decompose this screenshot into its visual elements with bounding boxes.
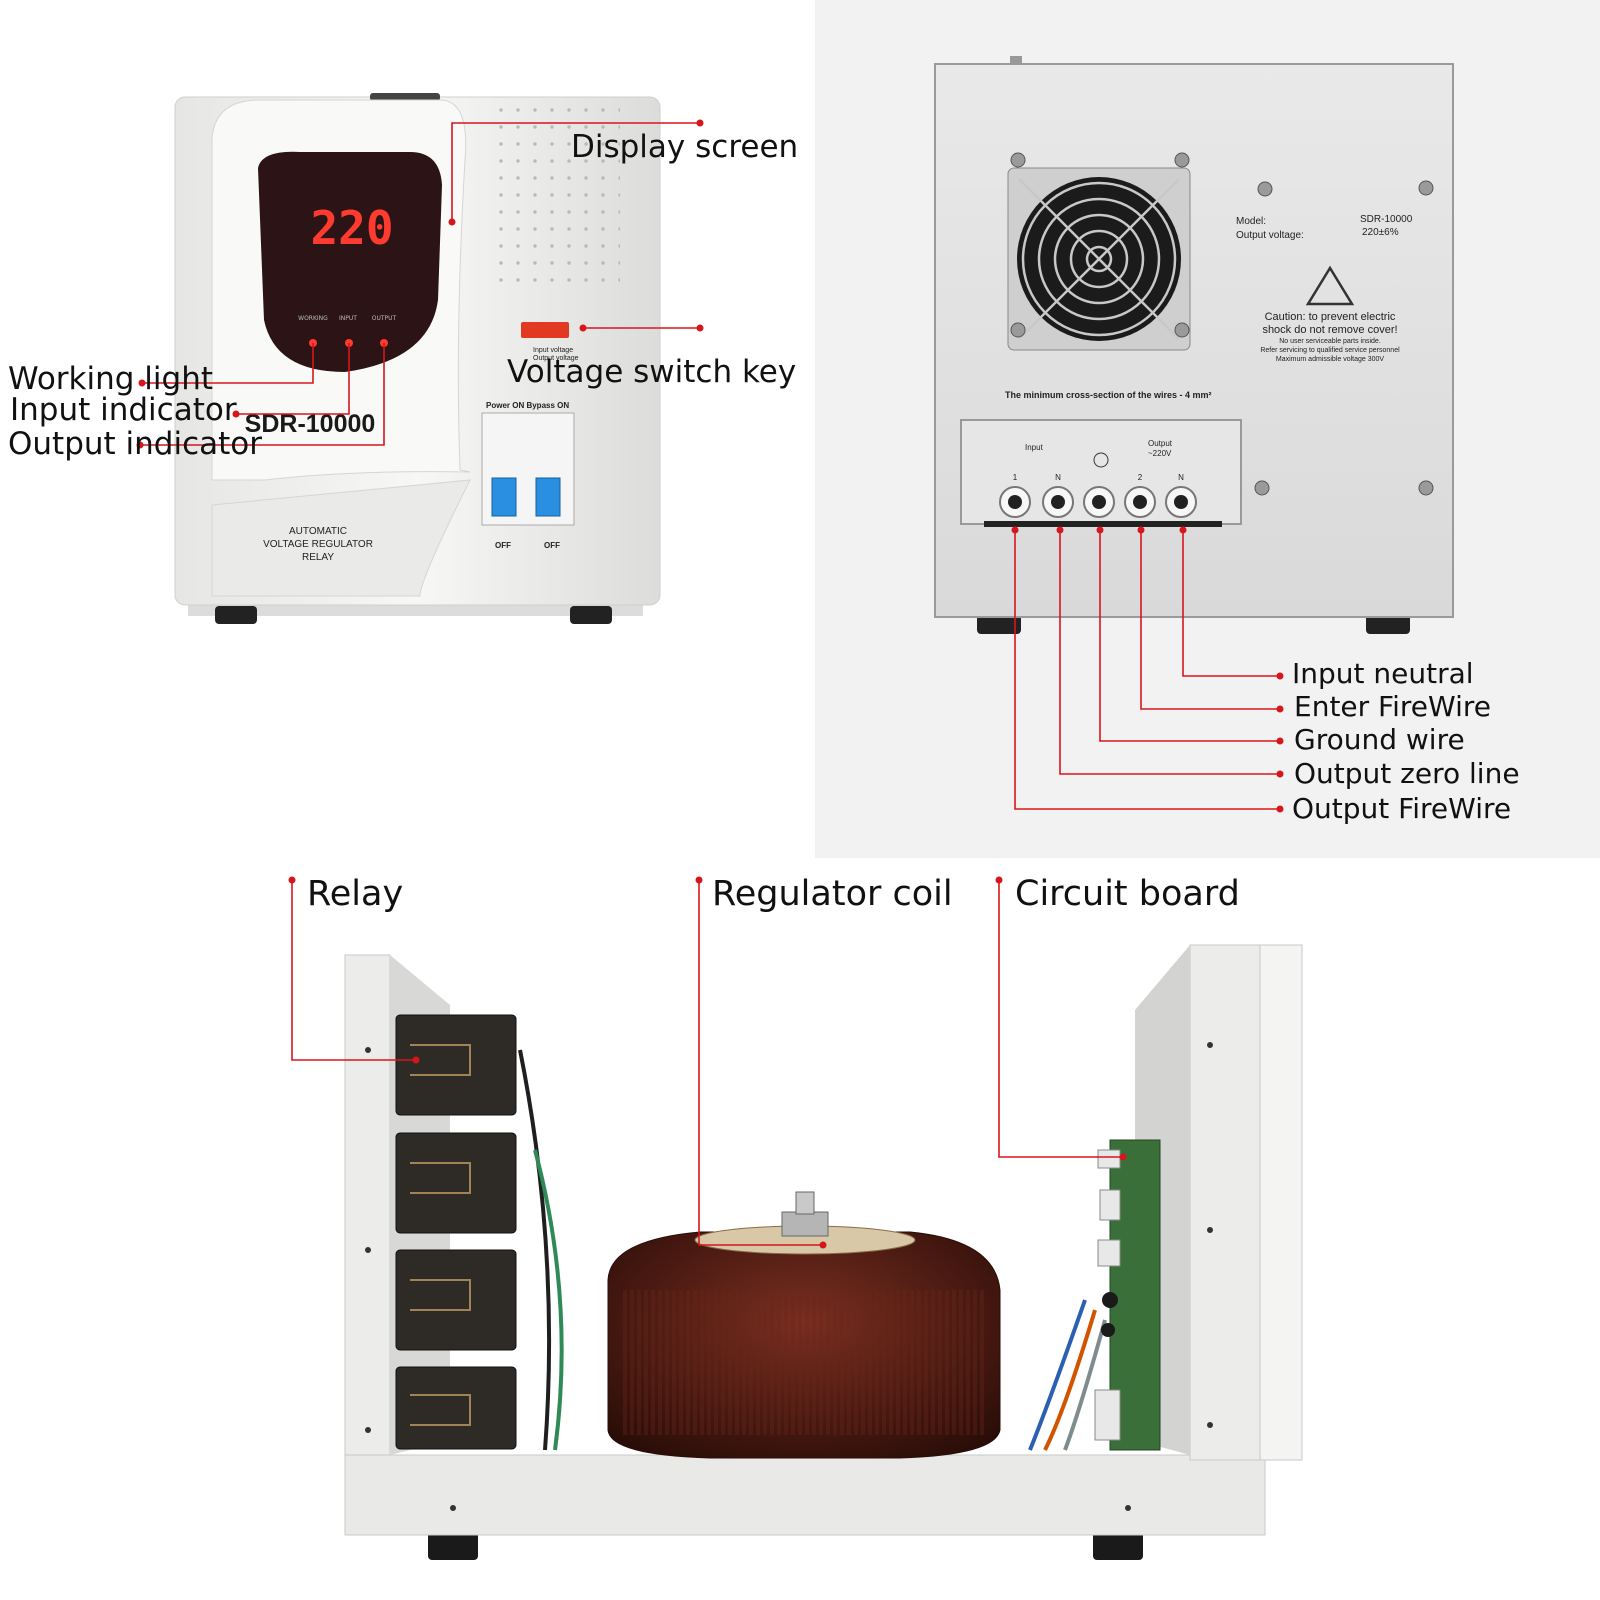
ground-symbol-icon [1093,452,1109,468]
display-screen-leader [451,122,700,222]
left-wall [344,954,391,1456]
output-voltage-key: Output voltage: [1236,230,1304,241]
label-relay: Relay [307,874,403,914]
terminal-mark: 2 [1138,473,1143,482]
label-enter-firewire: Enter FireWire [1294,690,1491,723]
front-view: 220 WORKING INPUT OUTPUT SDR-10000 Input… [174,93,661,624]
front-callouts [140,122,700,446]
fan-guard [1018,178,1180,340]
label-input-indicator: Input indicator [10,392,237,428]
wiring [518,1049,1107,1452]
front-callout-dots [136,119,704,449]
switch-label: Input voltage [533,347,573,354]
switch-label: Output voltage [533,355,579,362]
terminal-mark: 1 [1013,473,1018,482]
caution-line: Caution: to prevent electric [1265,311,1396,323]
output-indicator-leader [140,343,385,446]
led-label: INPUT [339,315,357,322]
coil-bolt [795,1191,815,1215]
badge-plate [211,479,471,597]
badge-line: AUTOMATIC [289,526,347,537]
label-display-screen: Display screen [571,129,798,165]
back-view: Model: SDR-10000 Output voltage: 220±6% … [934,56,1454,634]
terminal-mark: N [1055,473,1061,482]
warning-icon [1305,265,1355,306]
interior-view [344,944,1303,1560]
display-value: 220 [310,201,393,255]
interior-callouts [291,880,1123,1246]
model-value: SDR-10000 [1360,214,1413,225]
coil-nut [781,1211,829,1237]
terminal-input-label: Input [1025,443,1044,452]
label-input-neutral: Input neutral [1292,657,1474,690]
caution-line: Refer servicing to qualified service per… [1260,347,1400,354]
foot [215,606,257,624]
label-regulator-coil: Regulator coil [712,874,953,914]
interior-callout-dots [288,876,1127,1249]
front-panel-edge [1259,944,1303,1461]
label-output-zero-line: Output zero line [1294,757,1520,790]
top-handle [370,93,440,101]
base-plate [344,1454,1266,1536]
label-voltage-switch-key: Voltage switch key [507,354,796,390]
led-label: WORKING [298,315,328,322]
caution-line: No user serviceable parts inside. [1279,338,1381,345]
terminal-output-label: Output [1148,439,1173,448]
badge-line: VOLTAGE REGULATOR [263,539,373,550]
off-label: OFF [544,541,560,550]
caution-line: Maximum admissible voltage 300V [1276,356,1384,363]
breaker-header: Power ON Bypass ON [486,401,569,410]
terminals [999,486,1197,518]
relay-stack [395,1014,517,1450]
vent-grille [490,108,620,293]
terminal-mark: N [1178,473,1184,482]
foot [428,1530,478,1560]
label-circuit-board: Circuit board [1015,874,1240,914]
label-output-indicator: Output indicator [8,426,262,462]
back-callout-dots [1011,526,1284,813]
bypass-breaker[interactable] [535,477,561,517]
input-indicator-leader [236,343,350,415]
label-output-firewire: Output FireWire [1292,792,1511,825]
caution-line: shock do not remove cover! [1262,324,1397,336]
off-label: OFF [495,541,511,550]
display-screen [258,151,442,372]
label-ground-wire: Ground wire [1294,723,1465,756]
foot [570,606,612,624]
terminal-output-label: ~220V [1148,449,1172,458]
output-voltage-value: 220±6% [1362,227,1399,238]
badge-line: RELAY [302,552,334,563]
power-breaker[interactable] [491,477,517,517]
right-wall [1189,944,1261,1461]
label-working-light: Working light [8,361,213,397]
foot [1093,1530,1143,1560]
back-callouts [1014,530,1280,810]
led-label: OUTPUT [372,315,397,322]
model-key: Model: [1236,216,1266,227]
voltage-switch-key[interactable] [521,322,569,338]
wire-note: The minimum cross-section of the wires -… [1005,390,1212,400]
working-light-leader [142,343,314,384]
rivets [365,1042,1213,1511]
